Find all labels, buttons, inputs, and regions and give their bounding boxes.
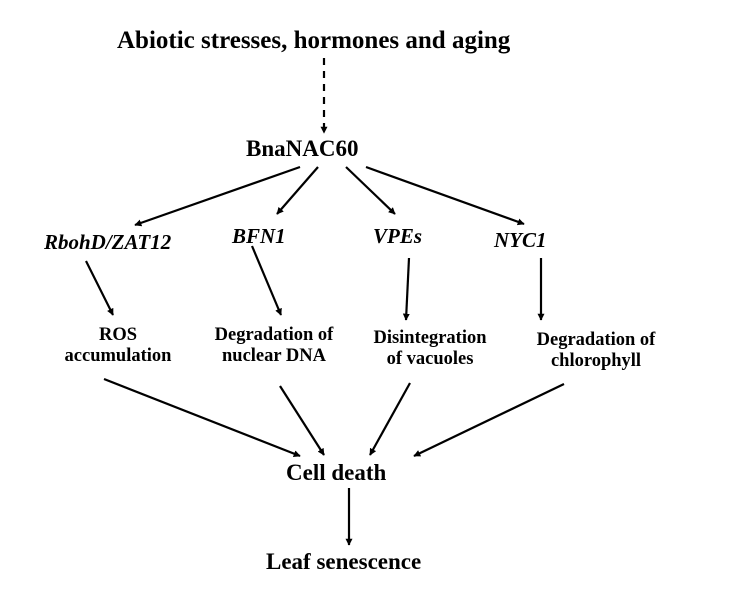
process-vacuole-disintegration: Disintegration of vacuoles: [355, 328, 505, 371]
arrow-bfn1-to-dna-degradation: [250, 245, 283, 316]
process-chlorophyll-line1: Degradation of: [536, 330, 656, 350]
process-dna-line1: Degradation of: [214, 325, 334, 345]
gene-vpes: VPEs: [373, 224, 423, 248]
process-ros-line1: ROS: [98, 325, 138, 345]
leaf-senescence-label: Leaf senescence: [266, 549, 422, 574]
arrow-bnanac60-to-bfn1: [276, 166, 319, 215]
process-vacuole-line1: Disintegration: [373, 328, 487, 348]
bnanac60-label: BnaNAC60: [246, 136, 359, 161]
arrow-chlorophyll-to-cell-death: [413, 383, 565, 457]
gene-bfn1: BFN1: [232, 224, 286, 248]
arrow-bnanac60-to-nyc1: [365, 165, 525, 226]
process-ros-line2: accumulation: [64, 346, 172, 367]
gene-rbohd-zat12: RbohD/ZAT12: [44, 230, 172, 254]
stimuli-label: Abiotic stresses, hormones and aging: [117, 27, 511, 54]
arrow-vpes-to-vacuoles: [402, 257, 411, 321]
process-dna-line2: nuclear DNA: [222, 346, 326, 367]
arrow-dna-to-cell-death: [279, 385, 325, 456]
process-ros-accumulation: ROS accumulation: [48, 325, 188, 368]
cell-death-label: Cell death: [286, 460, 387, 485]
process-chlorophyll-line2: chlorophyll: [550, 351, 642, 372]
arrow-bnanac60-to-vpes: [345, 166, 396, 215]
arrow-ros-to-cell-death: [103, 377, 301, 458]
arrow-bnanac60-to-rbohd-zat12: [134, 165, 301, 227]
process-chlorophyll-degradation: Degradation of chlorophyll: [512, 330, 680, 373]
process-dna-degradation: Degradation of nuclear DNA: [190, 325, 358, 368]
process-vacuole-line2: of vacuoles: [386, 349, 474, 370]
arrow-rbohd-zat12-to-ros: [85, 260, 114, 316]
arrow-vacuoles-to-cell-death: [369, 382, 411, 456]
gene-nyc1: NYC1: [494, 228, 547, 252]
